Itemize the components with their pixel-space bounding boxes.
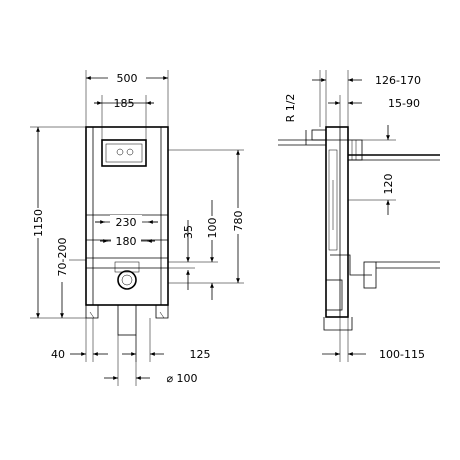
dim-40: 40: [51, 348, 65, 361]
dim-70-200: 70-200: [56, 238, 69, 277]
dim-185: 185: [114, 97, 135, 110]
dim-230: 230: [116, 216, 137, 229]
drain-pipe: [117, 304, 137, 336]
dim-1150: 1150: [32, 209, 45, 237]
dim-180: 180: [116, 235, 137, 248]
drain-outlet: [117, 270, 137, 290]
dim-pipe-diameter: ⌀ 100: [166, 372, 197, 385]
dim-120: 120: [382, 174, 395, 195]
dim-thread: R 1/2: [284, 94, 297, 123]
flush-plate: [101, 139, 147, 167]
side-frame: [325, 126, 349, 318]
dim-500: 500: [117, 72, 138, 85]
dim-126-170: 126-170: [375, 74, 421, 87]
dim-100: 100: [206, 218, 219, 239]
dim-35: 35: [182, 225, 195, 239]
front-view: 500 185 230 180 1150 70-200: [30, 70, 245, 386]
dim-125: 125: [190, 348, 211, 361]
dim-780: 780: [232, 211, 245, 232]
side-view: R 1/2 126-170 15-90 120 100-115: [278, 70, 440, 362]
dim-100-115: 100-115: [379, 348, 425, 361]
dim-15-90: 15-90: [388, 97, 420, 110]
